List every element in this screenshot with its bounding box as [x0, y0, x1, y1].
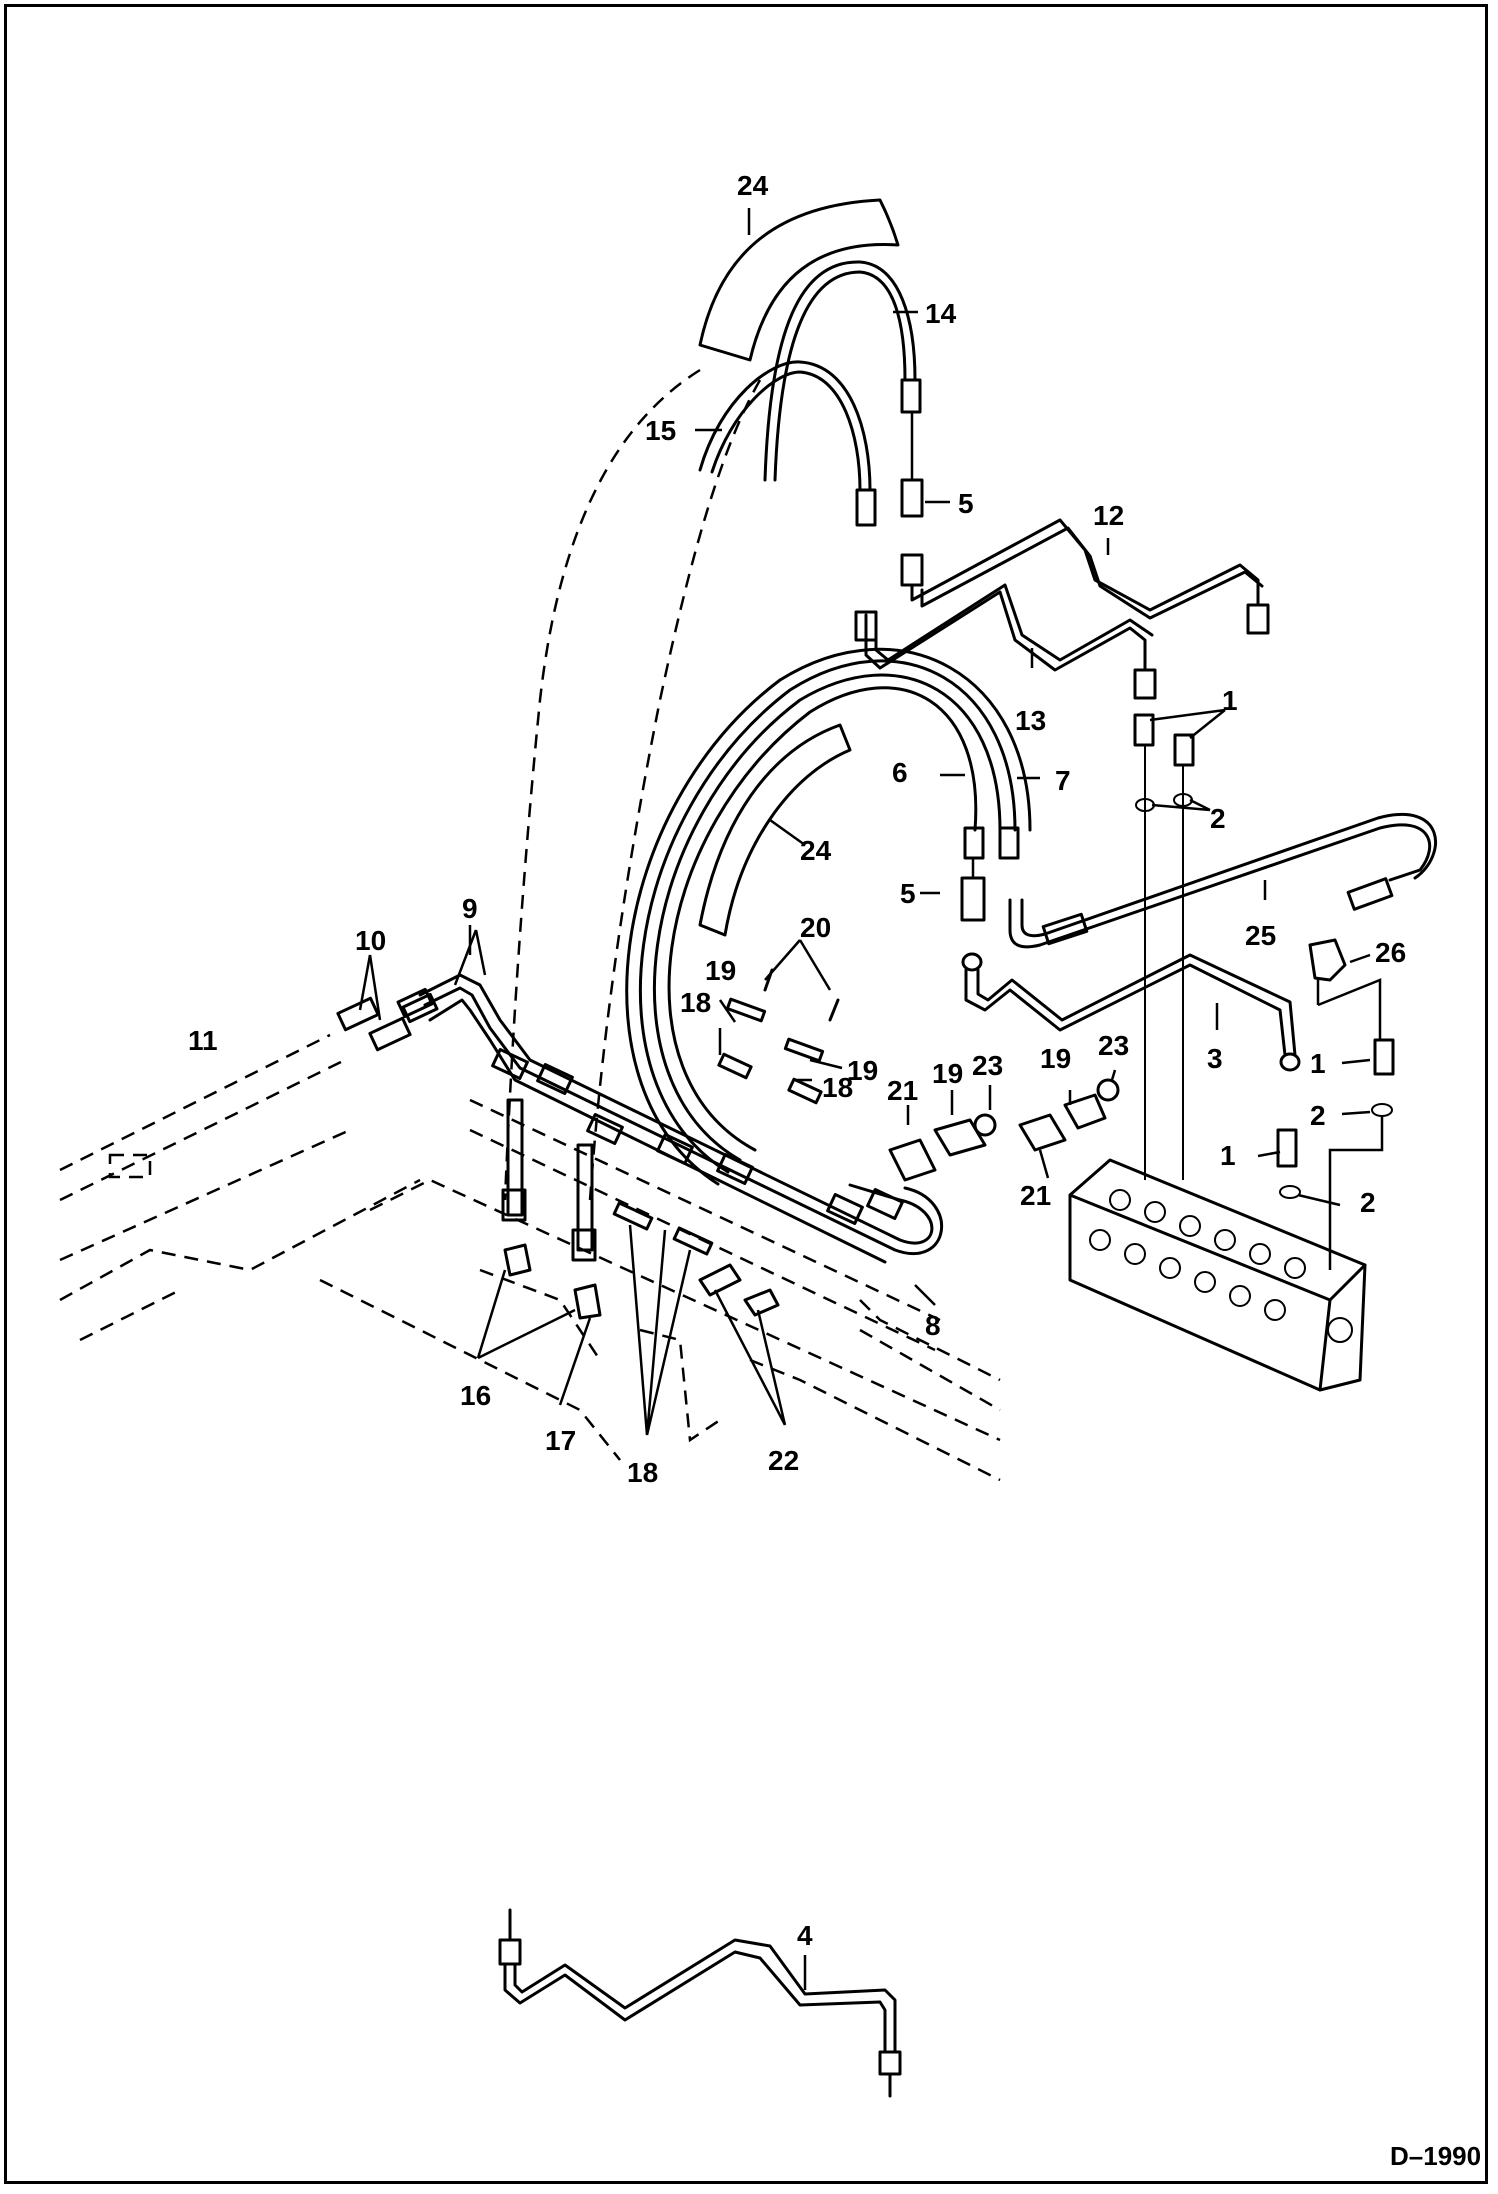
tube-3 — [964, 953, 1301, 1072]
tube-4 — [498, 1908, 902, 2098]
callout-18-a: 18 — [680, 987, 711, 1018]
tubes-9 — [418, 973, 943, 1264]
hose-11 — [59, 1033, 421, 1342]
callout-25: 25 — [1245, 920, 1276, 951]
callout-9: 9 — [462, 893, 478, 924]
hose-14 — [763, 260, 922, 482]
callout-19-b: 19 — [847, 1055, 878, 1086]
callout-10: 10 — [355, 925, 386, 956]
frame-outline — [319, 1098, 1001, 1482]
callout-1-right: 1 — [1310, 1048, 1326, 1079]
elbow-26 — [1308, 938, 1382, 1040]
boom-outline — [503, 368, 762, 1201]
callout-7: 7 — [1055, 765, 1071, 796]
callout-19-d: 19 — [1040, 1043, 1071, 1074]
callout-17: 17 — [545, 1425, 576, 1456]
callout-20: 20 — [800, 912, 831, 943]
callout-23-b: 23 — [1098, 1030, 1129, 1061]
callout-2-upper: 2 — [1210, 803, 1226, 834]
leader-lines — [358, 208, 1371, 1990]
callout-8: 8 — [925, 1310, 941, 1341]
callout-13: 13 — [1015, 705, 1046, 736]
bolts-22 — [698, 1263, 780, 1317]
callout-19-c: 19 — [932, 1058, 963, 1089]
drawing-code: D–1990 — [1390, 2141, 1481, 2171]
callout-14: 14 — [925, 298, 957, 329]
callout-22: 22 — [768, 1445, 799, 1476]
hose-guard-lower — [698, 723, 852, 937]
callout-21-b: 21 — [1020, 1180, 1051, 1211]
callout-1-upper: 1 — [1222, 685, 1238, 716]
callout-19-a: 19 — [705, 955, 736, 986]
callout-24-upper: 24 — [737, 170, 769, 201]
fitting-1-lower — [1276, 1038, 1395, 1270]
callout-labels: 24 14 15 5 12 13 1 6 7 2 24 5 25 26 3 1 … — [188, 170, 1481, 2171]
drawing-frame — [4, 4, 1488, 2184]
callout-16: 16 — [460, 1380, 491, 1411]
callout-3: 3 — [1207, 1043, 1223, 1074]
coupler-5-lower — [960, 858, 986, 972]
callout-15: 15 — [645, 415, 676, 446]
callout-5-upper: 5 — [958, 488, 974, 519]
callout-1-lower: 1 — [1220, 1140, 1236, 1171]
callout-26: 26 — [1375, 937, 1406, 968]
callout-21-a: 21 — [887, 1075, 918, 1106]
hose-15 — [698, 360, 877, 527]
hose-25 — [1008, 812, 1438, 949]
callout-4: 4 — [797, 1920, 813, 1951]
fittings-10 — [336, 987, 439, 1052]
callout-18-b: 18 — [822, 1072, 853, 1103]
control-valve — [1068, 1158, 1367, 1392]
callout-12: 12 — [1093, 500, 1124, 531]
coupler-5-upper — [900, 412, 924, 587]
callout-24-lower: 24 — [800, 835, 832, 866]
callout-11: 11 — [188, 1025, 218, 1056]
callout-18-c: 18 — [627, 1457, 658, 1488]
callout-2-lower: 2 — [1360, 1187, 1376, 1218]
callout-5-lower: 5 — [900, 878, 916, 909]
callout-2-right: 2 — [1310, 1100, 1326, 1131]
hose-guard-upper — [698, 198, 900, 362]
tube-12 — [910, 518, 1270, 635]
callout-6: 6 — [892, 757, 908, 788]
lines-16-17 — [501, 1098, 602, 1320]
hoses-6-7 — [625, 647, 1032, 1186]
fitting-1-upper — [1133, 713, 1195, 1180]
callout-23-a: 23 — [972, 1050, 1003, 1081]
tube-13 — [854, 583, 1157, 700]
